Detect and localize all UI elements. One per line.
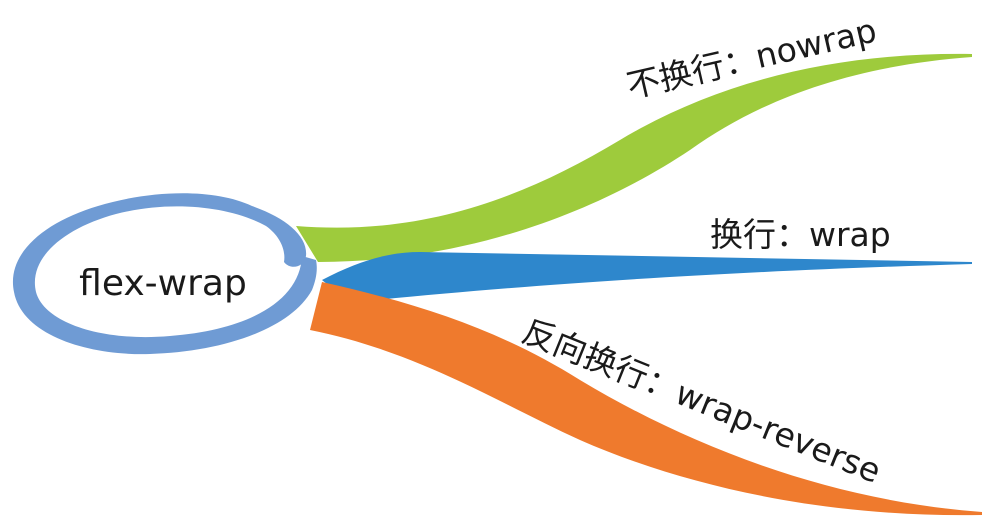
root-label: flex-wrap <box>79 263 247 304</box>
branch-nowrap-stroke <box>296 53 972 262</box>
branch-wrap-reverse-stroke <box>310 282 982 516</box>
branch-label-wrap: 换行：wrap <box>710 215 891 254</box>
branch-wrap-stroke <box>322 252 972 300</box>
